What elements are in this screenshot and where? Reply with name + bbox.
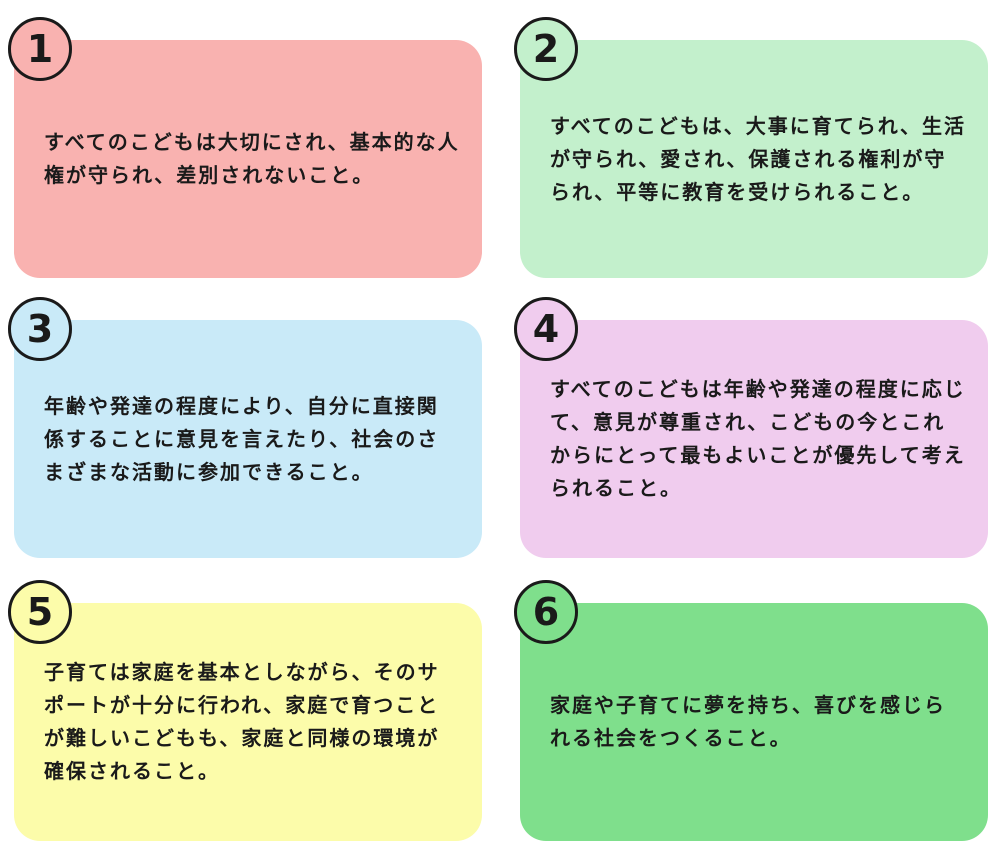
card-3: 3 年齢や発達の程度により、自分に直接関係することに意見を言えたり、社会のさまざ… [8, 297, 482, 558]
card-number-badge: 2 [514, 17, 578, 81]
card-number-badge: 1 [8, 17, 72, 81]
card-text: 子育ては家庭を基本としながら、そのサポートが十分に行われ、家庭で育つことが難しい… [44, 660, 440, 783]
card-text: すべてのこどもは、大事に育てられ、生活が守られ、愛され、保護される権利が守られ、… [550, 113, 966, 204]
card-number-badge: 4 [514, 297, 578, 361]
card-6: 6 家庭や子育てに夢を持ち、喜びを感じられる社会をつくること。 [514, 580, 988, 841]
card-text: すべてのこどもは年齢や発達の程度に応じて、意見が尊重され、こどもの今とこれからに… [550, 377, 966, 500]
card-number-badge: 3 [8, 297, 72, 361]
card-number-badge: 6 [514, 580, 578, 644]
card-text: 年齢や発達の程度により、自分に直接関係することに意見を言えたり、社会のさまざまな… [44, 393, 440, 484]
card-5: 5 子育ては家庭を基本としながら、そのサポートが十分に行われ、家庭で育つことが難… [8, 580, 482, 841]
card-text: すべてのこどもは大切にされ、基本的な人権が守られ、差別されないこと。 [44, 130, 460, 187]
card-4: 4 すべてのこどもは年齢や発達の程度に応じて、意見が尊重され、こどもの今とこれか… [514, 297, 988, 558]
card-1: 1 すべてのこどもは大切にされ、基本的な人権が守られ、差別されないこと。 [8, 17, 482, 278]
card-text: 家庭や子育てに夢を持ち、喜びを感じられる社会をつくること。 [550, 693, 946, 750]
card-number-badge: 5 [8, 580, 72, 644]
card-2: 2 すべてのこどもは、大事に育てられ、生活が守られ、愛され、保護される権利が守ら… [514, 17, 988, 278]
